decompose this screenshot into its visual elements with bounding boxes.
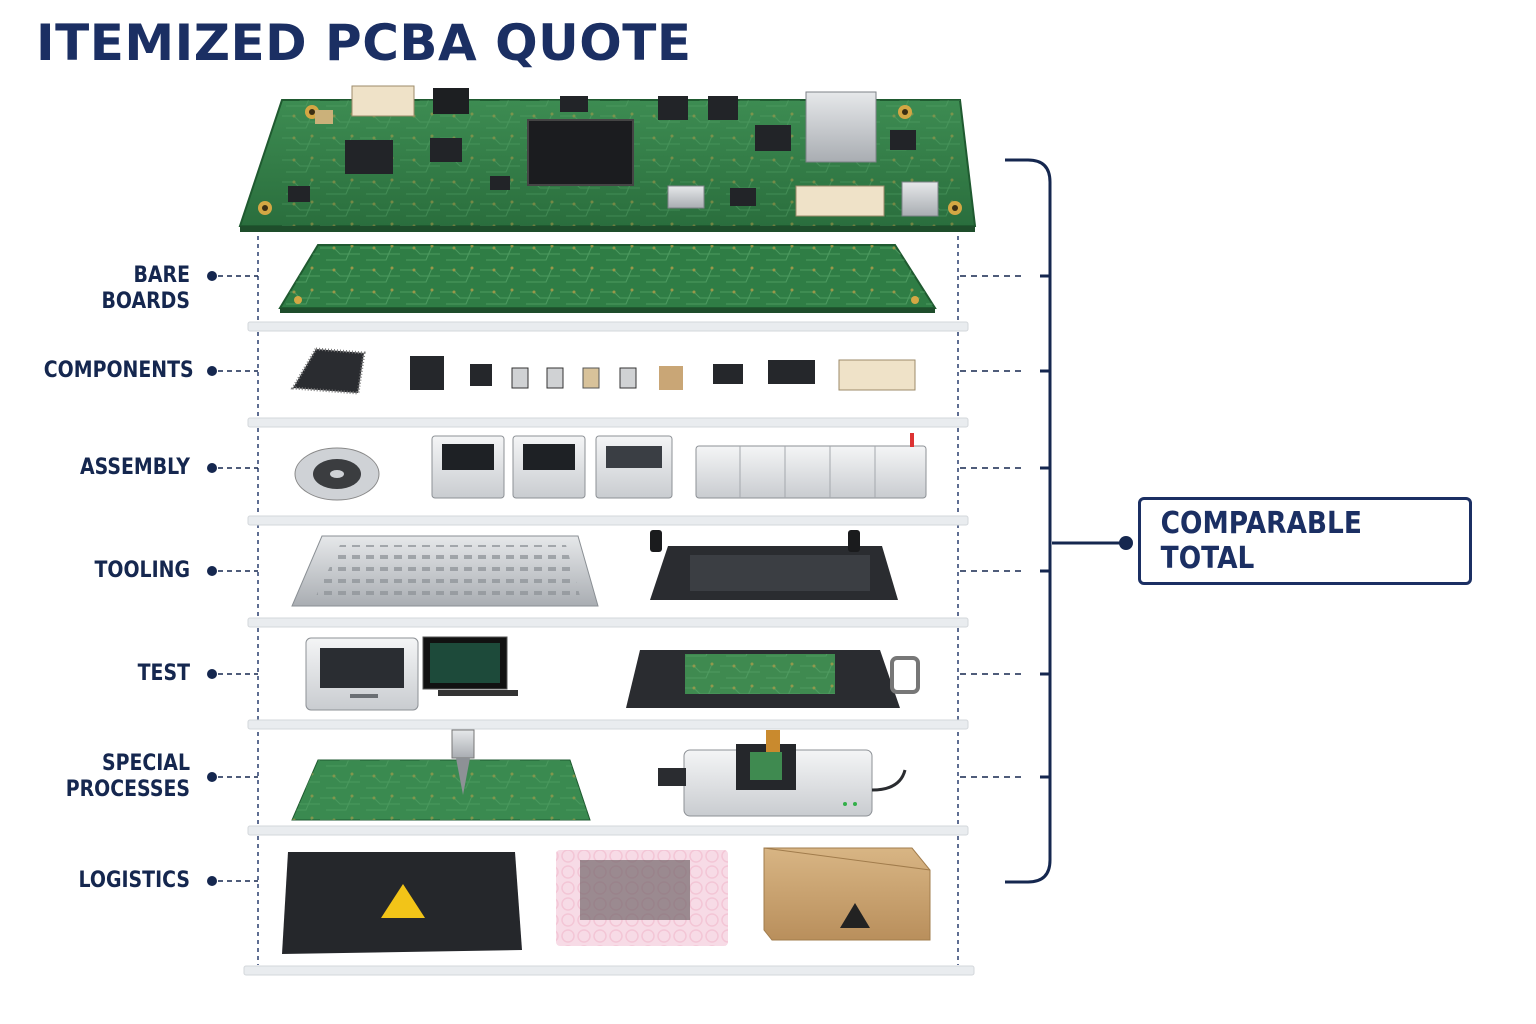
summation-bracket — [1005, 158, 1126, 884]
components-row — [290, 347, 916, 395]
layer-label-components: COMPONENTS — [43, 358, 194, 383]
esd-warning-icon — [840, 903, 870, 928]
sot-icon — [470, 364, 492, 386]
pick-and-place-machine-icon — [431, 435, 673, 499]
programmer-icon — [658, 730, 907, 817]
layer-label-logistics: LOGISTICS — [78, 868, 190, 893]
layer-label-assembly: ASSEMBLY — [79, 455, 190, 480]
resistor-icon — [511, 367, 529, 389]
layer-label-test: TEST — [137, 661, 190, 686]
layer-label-special-processes: SPECIAL PROCESSES — [65, 751, 190, 802]
total-connector-dot — [1119, 536, 1133, 550]
capacitor-icon — [582, 367, 600, 389]
inductor-icon — [410, 356, 444, 390]
left-connectors — [207, 271, 258, 886]
stencil-icon — [291, 535, 599, 607]
comparable-total-label: COMPARABLE TOTAL — [1160, 506, 1362, 576]
connector-icon — [838, 359, 916, 391]
assembled-pcb-icon — [238, 85, 977, 232]
test-fixture-icon — [626, 650, 920, 708]
dispenser-icon — [451, 729, 475, 795]
capacitor-icon — [659, 366, 683, 390]
test-row — [305, 636, 920, 711]
layer-label-bare-boards: BARE BOARDS — [101, 263, 190, 314]
esd-warning-icon — [381, 884, 425, 918]
reel-icon — [294, 447, 380, 501]
shipping-box-icon — [763, 847, 931, 941]
reflow-oven-icon — [695, 433, 927, 499]
bare-pcb-icon — [278, 244, 937, 313]
fixture-icon — [650, 530, 898, 600]
page-title: ITEMIZED PCBA QUOTE — [36, 14, 692, 72]
monitor-icon — [422, 636, 518, 696]
shelves — [243, 321, 975, 976]
transistor-icon — [713, 364, 743, 384]
resistor-icon — [546, 367, 564, 389]
special-processes-row — [291, 729, 907, 821]
right-connectors — [960, 275, 1025, 778]
tooling-row — [291, 530, 898, 607]
aoi-machine-icon — [305, 637, 419, 711]
regulator-icon — [768, 360, 815, 384]
bubble-bag-icon — [556, 850, 728, 946]
logistics-row — [282, 847, 931, 954]
assembly-row — [294, 433, 927, 501]
esd-bag-icon — [282, 852, 522, 954]
ic-chip-icon — [290, 347, 366, 395]
diode-icon — [619, 367, 637, 389]
comparable-total-box: COMPARABLE TOTAL — [1138, 497, 1472, 585]
layer-label-tooling: TOOLING — [94, 558, 190, 583]
coated-pcb-icon — [291, 759, 591, 821]
